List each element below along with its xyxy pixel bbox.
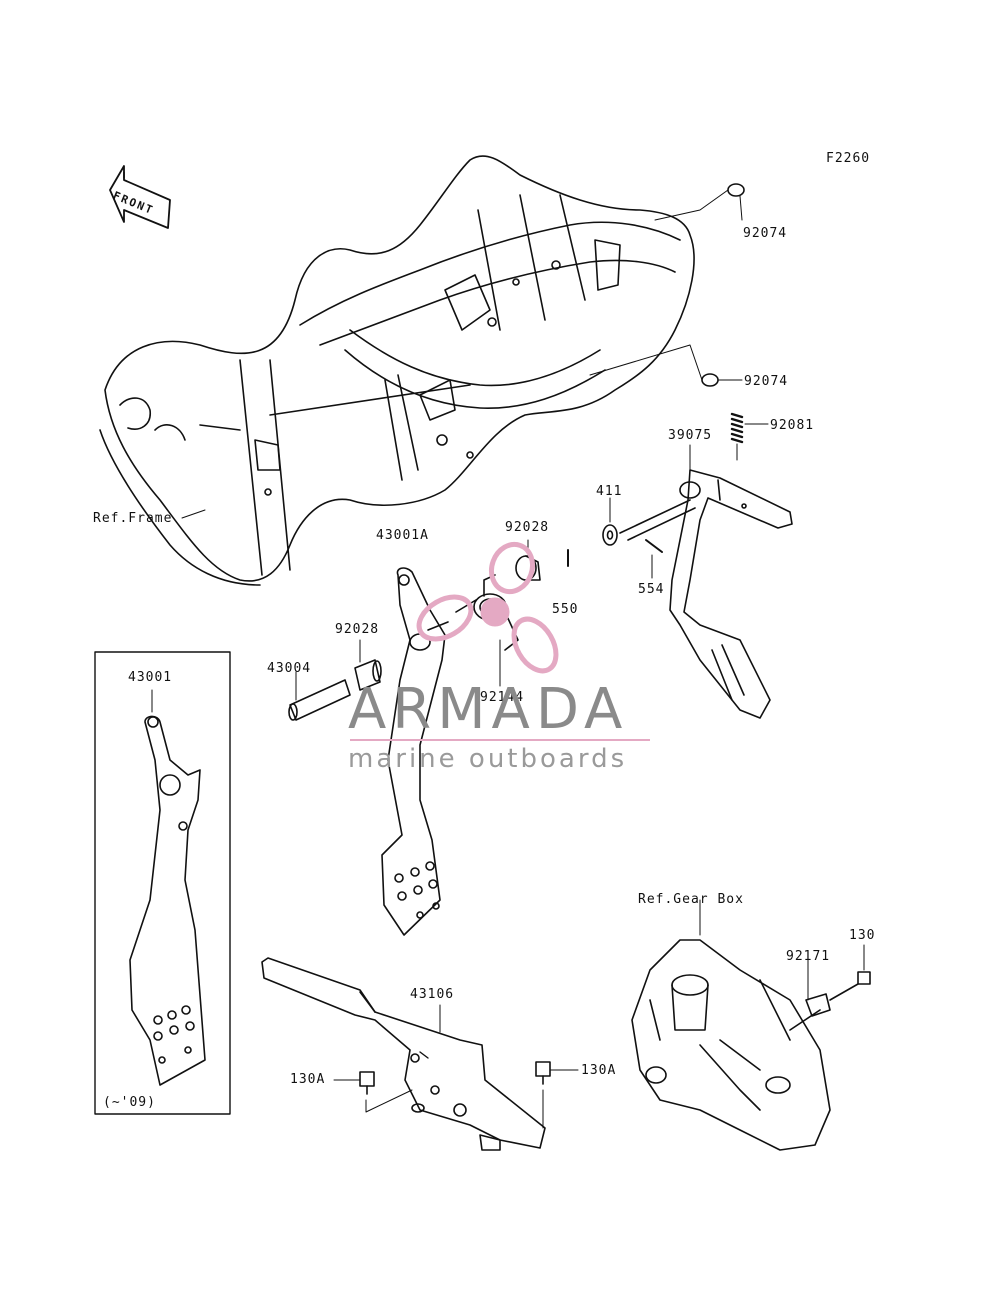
label-43004: 43004 [267, 661, 312, 676]
pedal-43001A [381, 567, 449, 936]
gear-box-assembly [631, 899, 831, 1151]
spring-92081 [730, 412, 769, 461]
shaft-43004 [288, 671, 351, 721]
label-130A-right: 130A [581, 1063, 617, 1078]
label-92028-top: 92028 [505, 520, 550, 535]
label-92171: 92171 [786, 949, 831, 964]
bushing-92028-left [354, 639, 382, 691]
cap-92074-mid [589, 344, 743, 387]
frame-assembly [99, 155, 695, 586]
propeller-icon [416, 541, 559, 674]
label-92081: 92081 [770, 418, 815, 433]
label-130: 130 [849, 928, 876, 943]
label-92028-left: 92028 [335, 622, 380, 637]
bolt-130A-left [333, 1071, 413, 1113]
label-39075: 39075 [668, 428, 713, 443]
reference-gear-box-label: Ref.Gear Box [638, 892, 744, 907]
label-554: 554 [638, 582, 665, 597]
bracket-92171 [789, 959, 831, 1031]
label-92074-top: 92074 [743, 226, 788, 241]
reference-frame-label: Ref.Frame [93, 511, 173, 526]
label-43106: 43106 [410, 987, 455, 1002]
label-92074-mid: 92074 [744, 374, 789, 389]
front-arrow-icon [109, 165, 171, 229]
pin-554 [645, 539, 663, 579]
bolt-130 [829, 944, 871, 1001]
watermark-divider [350, 739, 650, 741]
label-92144: 92144 [480, 690, 525, 705]
label-43001A: 43001A [376, 528, 429, 543]
bolt-130A-right [535, 1061, 579, 1129]
inset-range-label: (~'09) [103, 1095, 156, 1110]
pedal-43001 [129, 689, 206, 1086]
washer-411 [602, 497, 618, 546]
label-411: 411 [596, 484, 623, 499]
pedal-assembly-39075 [619, 444, 793, 719]
brake-lever-43106 [261, 957, 546, 1151]
watermark-title: ARMADA [348, 677, 629, 742]
cap-92074-top [654, 183, 745, 221]
label-43001: 43001 [128, 670, 173, 685]
label-130A-left: 130A [290, 1072, 326, 1087]
inset-frame [94, 651, 231, 1115]
leader-frame [181, 509, 206, 519]
diagram-code: F2260 [826, 151, 871, 166]
label-550: 550 [552, 602, 579, 617]
watermark-subtitle: marine outboards [348, 744, 628, 774]
